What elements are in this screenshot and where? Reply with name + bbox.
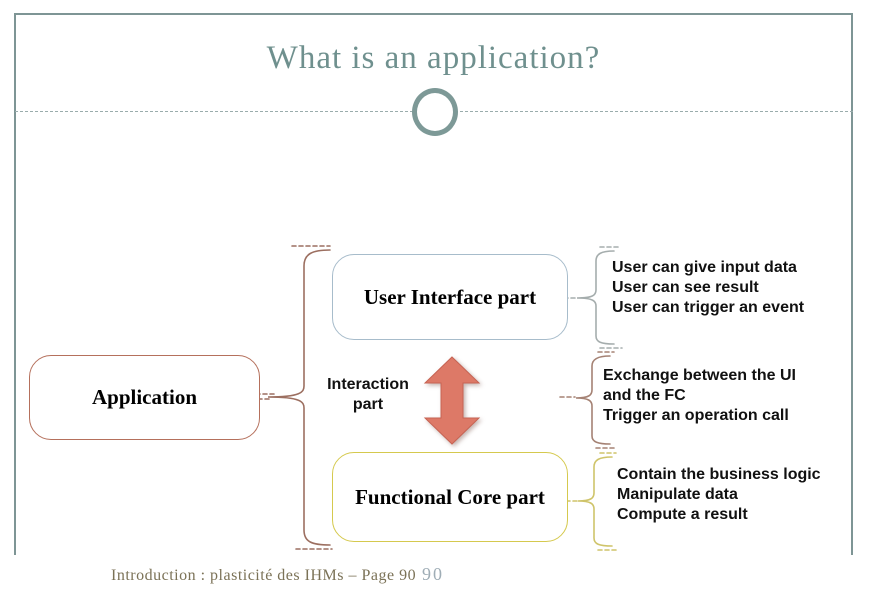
slide-number: 90	[422, 564, 444, 584]
ui-annotation-line3: User can trigger an event	[612, 299, 805, 316]
fc-annotation-line2: Manipulate data	[617, 486, 738, 503]
interaction-part-label: Interaction part	[313, 375, 423, 415]
ui-annotation: User can give input data User can see re…	[612, 258, 804, 318]
ui-annotation-line1: User can give input data	[612, 259, 797, 276]
ui-annotation-brace-icon	[576, 250, 615, 345]
interaction-annotation-brace-icon	[575, 355, 611, 445]
interaction-part-label-line1: Interaction	[327, 376, 409, 393]
interaction-annotation-line1: Exchange between the UI	[603, 367, 796, 384]
interaction-annotation-line3: Trigger an operation call	[603, 407, 789, 424]
user-interface-box: User Interface part	[332, 254, 568, 340]
footer-text: Introduction : plasticité des IHMs – Pag…	[111, 567, 417, 584]
ui-annotation-line2: User can see result	[612, 279, 759, 296]
application-box-label: Application	[91, 385, 198, 409]
interaction-annotation-line2: and the FC	[603, 387, 686, 404]
divider-circle-ornament	[412, 88, 458, 136]
fc-annotation-line3: Compute a result	[617, 506, 748, 523]
interaction-brace-sketch	[559, 351, 615, 449]
slide-title: What is an application?	[266, 40, 601, 76]
functional-core-box-label: Functional Core part	[355, 484, 545, 509]
user-interface-box-label: User Interface part	[363, 284, 537, 309]
application-brace-icon	[267, 249, 331, 546]
slide-border	[14, 13, 853, 555]
application-box: Application	[29, 355, 260, 440]
interaction-annotation: Exchange between the UI and the FC Trigg…	[603, 366, 796, 426]
double-arrow-icon	[423, 356, 481, 445]
fc-brace-sketch	[565, 452, 617, 551]
functional-core-box: Functional Core part	[332, 452, 568, 542]
interaction-part-label-line2: part	[352, 396, 384, 413]
fc-annotation-brace-icon	[577, 456, 613, 547]
fc-annotation-line1: Contain the business logic	[617, 466, 821, 483]
fc-annotation: Contain the business logic Manipulate da…	[617, 465, 821, 525]
